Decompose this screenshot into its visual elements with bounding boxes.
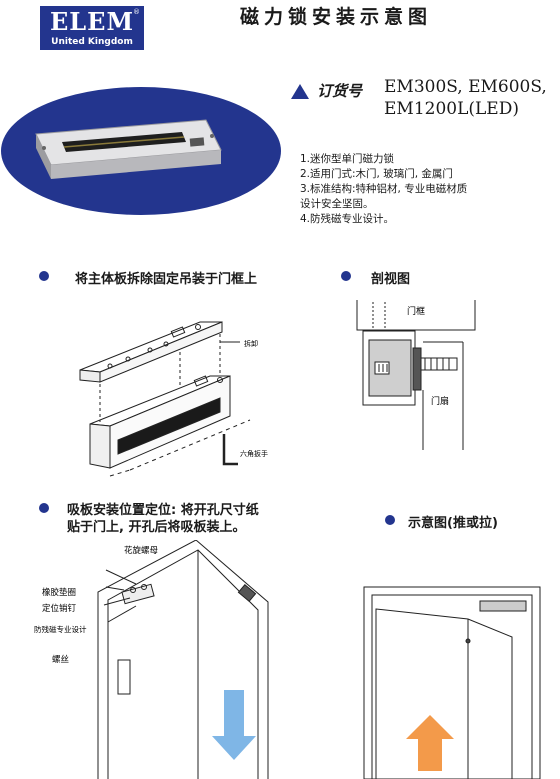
section-plate-position-line-1: 吸板安装位置定位: 将开孔尺寸纸 [67, 503, 259, 518]
label-door-frame: 门框 [407, 305, 425, 317]
order-models-line-2: EM1200L(LED) [384, 99, 519, 119]
logo-registered-mark: ® [133, 8, 140, 16]
pull-arrow-up-icon [406, 715, 454, 771]
section-push-pull-diagram: 示意图(推或拉) [408, 516, 498, 531]
armature-plate-position-diagram: 花旋螺母 橡胶垫圈 定位销钉 防残磁专业设计 螺丝 [34, 540, 269, 779]
label-remove: 拆卸 [244, 339, 258, 348]
label-hex-key: 六角扳手 [240, 449, 268, 458]
order-models-line-1: EM300S, EM600S, [384, 77, 547, 97]
label-door-leaf: 门扇 [431, 395, 449, 407]
door-leaf-open [375, 608, 513, 779]
cross-section-diagram: 门框 门扇 [356, 300, 476, 450]
push-pull-diagram [363, 586, 541, 779]
bullet-icon [385, 515, 395, 525]
door-frame-outline [356, 300, 476, 331]
armature-plate [412, 347, 422, 391]
magnetic-lock-photo-icon [35, 119, 222, 179]
label-locating-pin: 定位销钉 [42, 603, 77, 614]
lock-body-front [479, 600, 527, 612]
exploded-mounting-diagram: 拆卸 六角扳手 [79, 321, 268, 477]
door-handle [117, 659, 131, 695]
bolt [420, 357, 458, 371]
feature-item: 设计安全坚固。 [300, 198, 374, 210]
feature-item: 3.标准结构:特种铝材, 专业电磁材质 [300, 183, 468, 195]
triangle-bullet-icon [291, 84, 309, 99]
hex-key-icon [222, 434, 238, 466]
label-anti-residual: 防残磁专业设计 [34, 624, 87, 634]
section-remove-mount: 将主体板拆除固定吊装于门框上 [75, 272, 258, 287]
page-title: 磁力锁安装示意图 [240, 6, 433, 28]
feature-list: 1.迷你型单门磁力锁 2.适用门式:木门, 玻璃门, 金属门 3.标准结构:特种… [300, 152, 555, 227]
section-cross-section: 剖视图 [371, 272, 411, 287]
label-flower-nut: 花旋螺母 [124, 545, 158, 556]
feature-item: 4.防残磁专业设计。 [300, 213, 395, 225]
logo-wordmark: ELEM [49, 7, 135, 36]
feature-item: 2.适用门式:木门, 玻璃门, 金属门 [300, 168, 453, 180]
mounting-bracket [79, 321, 223, 373]
section-plate-position-line-2: 贴于门上, 开孔后将吸板装上。 [67, 520, 246, 535]
push-arrow-down-icon [212, 690, 256, 760]
door-frame-front [363, 586, 541, 779]
bullet-icon [39, 271, 49, 281]
logo-subtitle: United Kingdom [51, 37, 133, 47]
feature-item: 1.迷你型单门磁力锁 [300, 153, 395, 165]
bullet-icon [39, 503, 49, 513]
label-screw: 螺丝 [52, 654, 70, 665]
bullet-icon [341, 271, 351, 281]
label-rubber-washer: 橡胶垫圈 [42, 587, 76, 598]
order-number-label: 订货号 [317, 82, 363, 100]
brand-logo: ELEM ® United Kingdom [40, 6, 144, 50]
product-photo [1, 87, 281, 215]
